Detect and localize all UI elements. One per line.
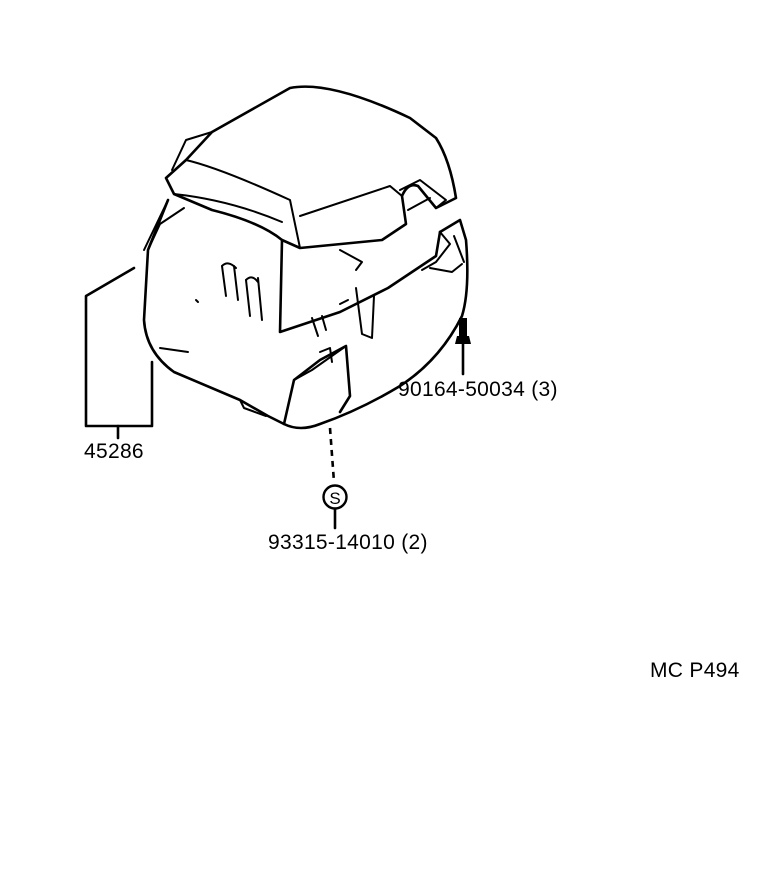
ring-part-number: 93315-14010 (2) [268,531,428,554]
figure-reference: MC P494 [650,659,740,682]
ring-symbol-letter: S [329,489,340,508]
ring-dashed-leader [328,427,336,483]
cover-part-number: 45286 [84,440,144,463]
column-cover-illustration [142,85,469,430]
cover-leader-bracket [84,266,154,428]
ring-symbol: S [322,484,348,510]
screw-illustration [455,318,471,376]
screw-part-number: 90164-50034 (3) [398,378,558,401]
